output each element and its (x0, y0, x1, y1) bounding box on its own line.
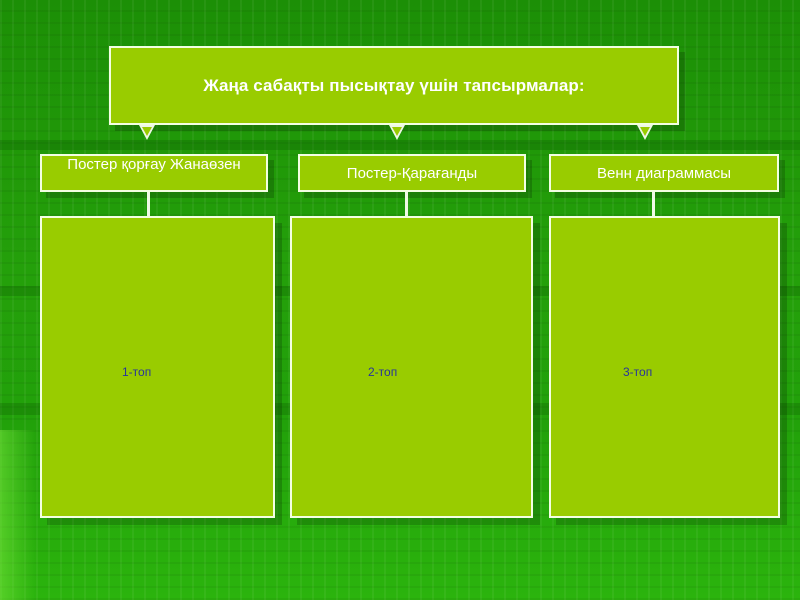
label-text-2: Постер-Қарағанды (346, 164, 478, 182)
title-text: Жаңа сабақты пысықтау үшін тапсырмалар: (203, 75, 585, 95)
group-box-3: 3-топ (549, 216, 780, 518)
group-label-2: 2-топ (368, 365, 398, 379)
label-box-3: Венн диаграммасы (549, 154, 779, 192)
left-glow (0, 430, 36, 600)
group-box-1: 1-топ (40, 216, 275, 518)
label-box-2: Постер-Қарағанды (298, 154, 526, 192)
arrow-down-icon (139, 125, 155, 140)
arrow-down-icon (637, 125, 653, 140)
background-band (0, 140, 800, 150)
group-label-1: 1-топ (122, 365, 152, 379)
arrow-down-icon (389, 125, 405, 140)
connector-line-3 (652, 192, 655, 218)
label-text-1: Постер қорғау Жанаөзен (67, 156, 241, 173)
group-label-3: 3-топ (623, 365, 653, 379)
connector-line-2 (405, 192, 408, 218)
group-box-2: 2-топ (290, 216, 533, 518)
label-box-1: Постер қорғау Жанаөзен (40, 154, 268, 192)
title-box: Жаңа сабақты пысықтау үшін тапсырмалар: (109, 46, 679, 125)
connector-line-1 (147, 192, 150, 218)
label-text-3: Венн диаграммасы (597, 164, 731, 182)
